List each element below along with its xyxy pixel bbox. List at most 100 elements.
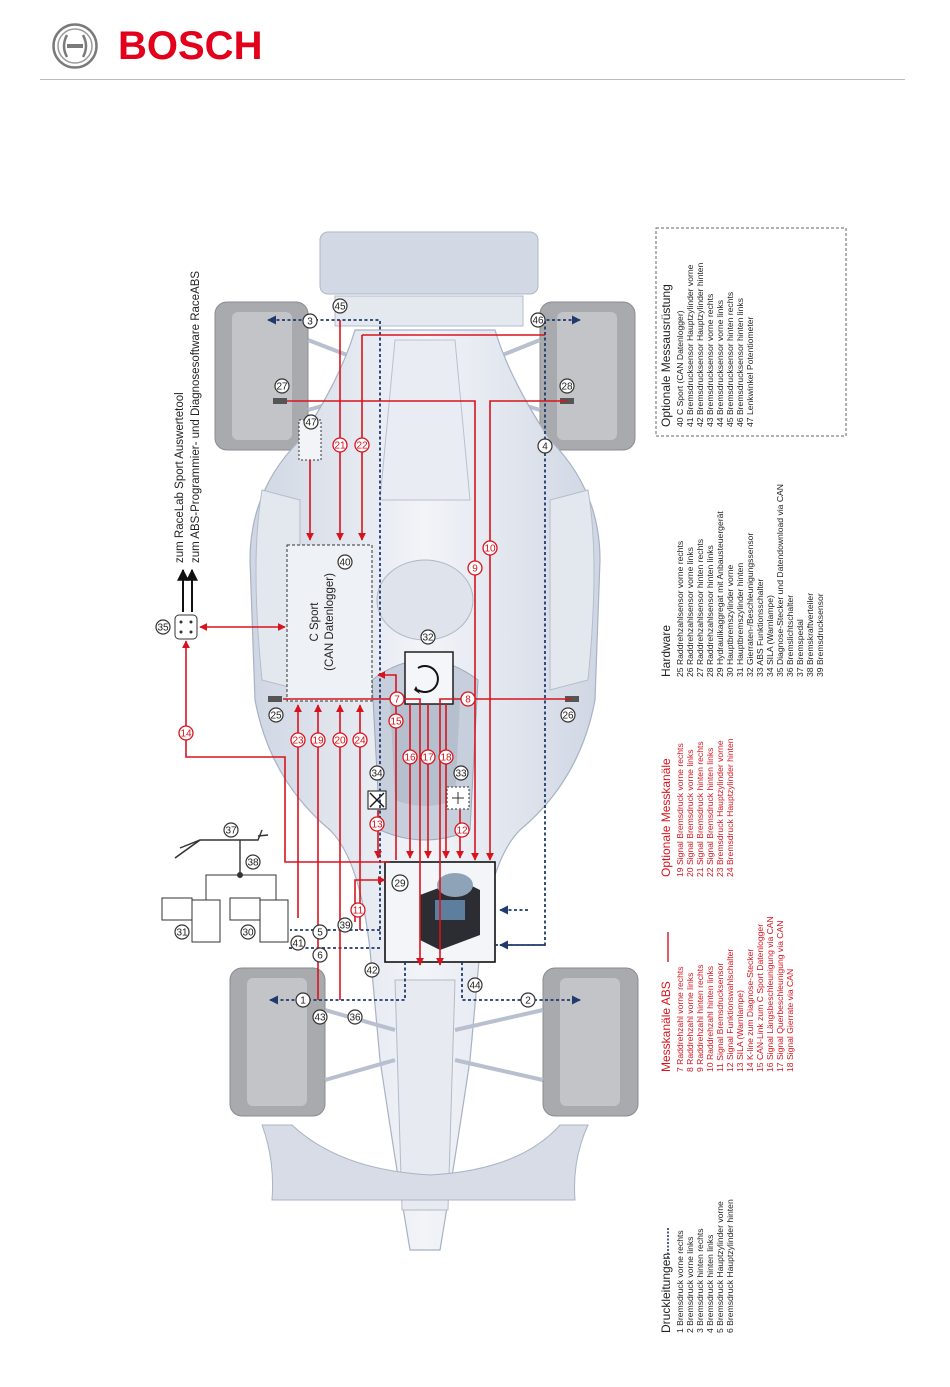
legend-messkanaele-item: 18 Signal Gierrate via CAN bbox=[785, 969, 795, 1072]
legend-druck-item: 1 Bremsdruck vorne rechts bbox=[675, 1230, 685, 1333]
legend-optional-kanaele-item: 23 Bremsdruck Hauptzylinder vorne bbox=[715, 740, 725, 877]
svg-text:16: 16 bbox=[404, 753, 416, 764]
logger-line1: C Sport bbox=[309, 602, 321, 642]
tyre-rear-right bbox=[214, 301, 309, 451]
header-divider bbox=[40, 79, 905, 80]
legend-optional-kanaele-item: 24 Bremsdruck Hauptzylinder hinten bbox=[725, 738, 735, 877]
svg-text:20: 20 bbox=[334, 736, 346, 747]
svg-text:4: 4 bbox=[542, 442, 548, 453]
export-arrows: zum RaceLab Sport Auswertetool zum ABS-P… bbox=[174, 271, 202, 612]
legend-optionale-messausruestung: Optionale Messausrüstung 40 C Sport (CAN… bbox=[655, 227, 847, 437]
svg-text:25: 25 bbox=[270, 711, 282, 722]
badge-3: 3 bbox=[302, 313, 318, 329]
svg-text:12: 12 bbox=[456, 826, 468, 837]
svg-text:2: 2 bbox=[525, 996, 531, 1007]
legend-druckleitungen: Druckleitungen 1 Bremsdruck vorne rechts… bbox=[659, 1199, 735, 1333]
export-label-2: zum ABS-Programmier- und Diagnosesoftwar… bbox=[190, 271, 202, 563]
badge-34: 34 bbox=[369, 765, 385, 781]
svg-text:41: 41 bbox=[292, 939, 304, 950]
badge-1: 1 bbox=[295, 992, 311, 1008]
svg-text:45: 45 bbox=[334, 302, 346, 313]
legend-messkanaele-item: 15 CAN-Link zum C Sport Datenlogger bbox=[755, 924, 765, 1072]
legend-hardware-item: 32 Gierraten-/Beschleunigungssensor bbox=[745, 533, 755, 677]
legend-hardware-item: 28 Raddrehzahlsensor hinten links bbox=[705, 545, 715, 677]
svg-text:3: 3 bbox=[307, 317, 313, 328]
badge-22: 22 bbox=[354, 437, 370, 453]
badge-47: 47 bbox=[303, 414, 319, 430]
badge-15: 15 bbox=[388, 713, 404, 729]
legend-optional-ausruestung-item: 47 Lenkwinkel Potentiometer bbox=[745, 317, 755, 427]
badge-13: 13 bbox=[369, 816, 385, 832]
badge-45: 45 bbox=[332, 298, 348, 314]
badge-38: 38 bbox=[245, 854, 261, 870]
legend-hardware-item: 36 Bremslichtschalter bbox=[785, 595, 795, 677]
legend-optional-kanaele-item: 20 Signal Bremsdruck vorne links bbox=[685, 749, 695, 877]
legend-optional-ausruestung-item: 41 Bremsdrucksensor Hauptzylinder vorne bbox=[685, 264, 695, 427]
svg-text:47: 47 bbox=[305, 418, 317, 429]
svg-text:30: 30 bbox=[242, 928, 254, 939]
badge-35: 35 bbox=[155, 619, 171, 635]
badge-41: 41 bbox=[290, 935, 306, 951]
legend-druck-item: 5 Bremsdruck Hauptzylinder vorne bbox=[715, 1201, 725, 1333]
badge-32: 32 bbox=[420, 629, 436, 645]
legend-messkanaele-item: 16 Signal Längsbeschleunigung via CAN bbox=[765, 916, 775, 1072]
svg-text:32: 32 bbox=[422, 633, 434, 644]
export-label-1: zum RaceLab Sport Auswertetool bbox=[174, 392, 186, 563]
badge-46: 46 bbox=[530, 312, 546, 328]
svg-text:28: 28 bbox=[561, 382, 573, 393]
number-badges: 1 2 3 4 5 6 7 8 9 10 11 12 13 14 15 16 1… bbox=[155, 298, 576, 1025]
badge-8: 8 bbox=[460, 691, 476, 707]
badge-7: 7 bbox=[389, 691, 405, 707]
legend-optional-ausruestung-item: 42 Bremsdrucksensor Hauptzylinder hinten bbox=[695, 262, 705, 427]
badge-9: 9 bbox=[467, 560, 483, 576]
legend-hardware-item: 30 Hauptbremszylinder vorne bbox=[725, 565, 735, 677]
badge-42: 42 bbox=[364, 962, 380, 978]
legend-messkanaele-item: 12 Signal Funktionswahlschalter bbox=[725, 949, 735, 1072]
badge-24: 24 bbox=[352, 732, 368, 748]
legend-messkanaele-item: 17 Signal Querbeschleunigung via CAN bbox=[775, 921, 785, 1072]
legend-hardware-title: Hardware bbox=[659, 625, 673, 677]
badge-6: 6 bbox=[312, 947, 328, 963]
svg-text:8: 8 bbox=[465, 695, 471, 706]
legend-hardware-item: 25 Raddrehzahlsensor vorne rechts bbox=[675, 541, 685, 677]
svg-text:40: 40 bbox=[339, 558, 351, 569]
badge-25: 25 bbox=[268, 707, 284, 723]
svg-text:27: 27 bbox=[276, 382, 288, 393]
badge-29: 29 bbox=[391, 874, 409, 892]
legend-messkanaele-title: Messkanäle ABS bbox=[659, 981, 673, 1072]
svg-text:15: 15 bbox=[390, 717, 402, 728]
badge-18: 18 bbox=[438, 749, 454, 765]
badge-33: 33 bbox=[453, 765, 469, 781]
svg-text:7: 7 bbox=[394, 695, 400, 706]
signal-lines bbox=[182, 320, 571, 1000]
badge-10: 10 bbox=[482, 540, 498, 556]
svg-text:31: 31 bbox=[176, 928, 188, 939]
badge-16: 16 bbox=[402, 749, 418, 765]
legend-optional-ausruestung-item: 45 Bremsdrucksensor hinten rechts bbox=[725, 292, 735, 427]
legend-optional-kanaele-item: 21 Signal Bremsdruck hinten rechts bbox=[695, 741, 705, 877]
badge-39: 39 bbox=[337, 917, 353, 933]
badge-21: 21 bbox=[332, 437, 348, 453]
tyre-rear-left bbox=[539, 301, 636, 451]
svg-text:38: 38 bbox=[247, 858, 259, 869]
svg-text:23: 23 bbox=[292, 736, 304, 747]
legend-optional-kanaele-item: 22 Signal Bremsdruck hinten links bbox=[705, 748, 715, 877]
legend-hardware-item: 35 Diagnose-Stecker und Datendownload vi… bbox=[775, 484, 785, 677]
svg-text:46: 46 bbox=[532, 316, 544, 327]
legend-hardware: Hardware 25 Raddrehzahlsensor vorne rech… bbox=[659, 484, 825, 677]
svg-text:33: 33 bbox=[455, 769, 467, 780]
svg-text:37: 37 bbox=[225, 826, 237, 837]
legend-optional-ausruestung-item: 43 Bremsdrucksensor vorne rechts bbox=[705, 294, 715, 427]
svg-text:26: 26 bbox=[562, 711, 574, 722]
badge-2: 2 bbox=[520, 992, 536, 1008]
svg-text:42: 42 bbox=[366, 966, 378, 977]
bosch-logo-icon bbox=[52, 23, 98, 69]
legend-messkanaele-item: 7 Raddrehzahl vorne rechts bbox=[675, 966, 685, 1072]
svg-text:43: 43 bbox=[314, 1013, 326, 1024]
legend-hardware-item: 26 Raddrehzahlsensor vorne links bbox=[685, 547, 695, 677]
legend-hardware-item: 29 Hydraulikaggregat mit Anbausteuergerä… bbox=[715, 511, 725, 677]
svg-text:10: 10 bbox=[484, 544, 496, 555]
legend-optional-ausruestung-title: Optionale Messausrüstung bbox=[659, 284, 673, 427]
legend-hardware-item: 38 Bremskraftverteiler bbox=[805, 593, 815, 677]
